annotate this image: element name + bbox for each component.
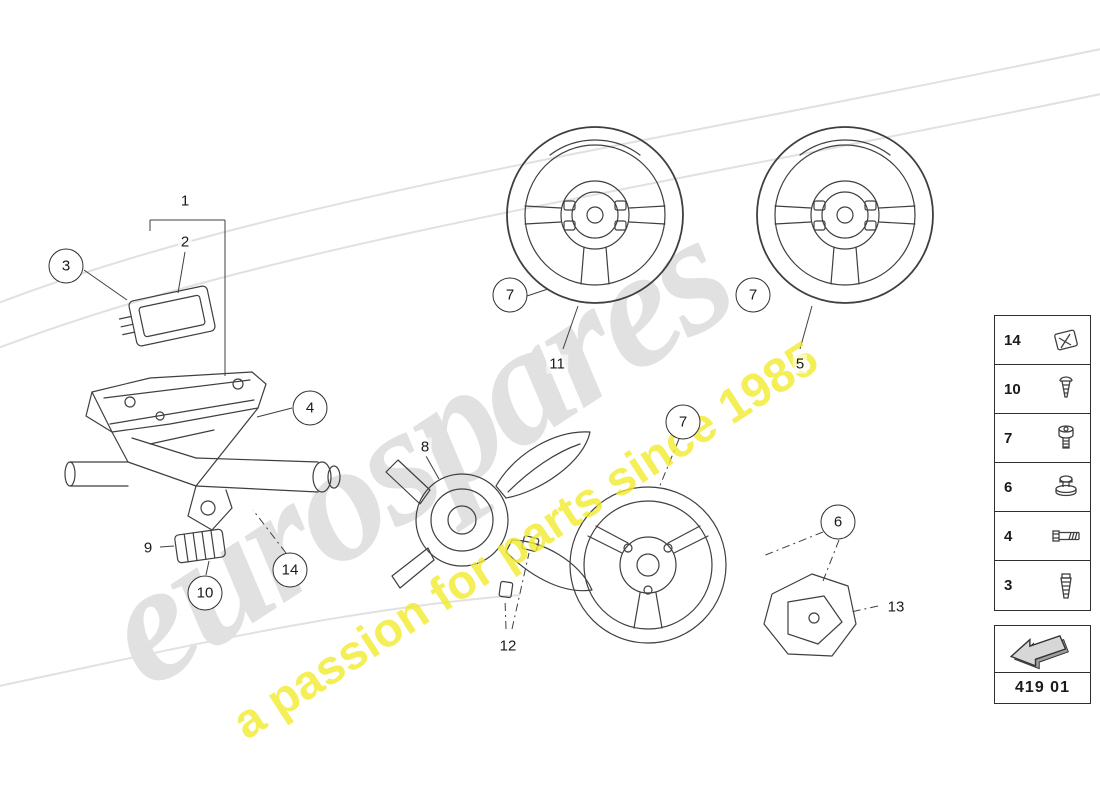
callout-circle-7[interactable]: 7 <box>735 277 771 313</box>
legend-item-10[interactable]: 10 <box>995 365 1090 414</box>
callout-label-2[interactable]: 2 <box>177 232 193 252</box>
back-arrow-icon <box>995 626 1090 672</box>
page-code: 419 01 <box>995 672 1090 703</box>
legend-part-number: 3 <box>1004 577 1013 594</box>
callout-circle-3[interactable]: 3 <box>48 248 84 284</box>
legend-item-7[interactable]: 7 <box>995 414 1090 463</box>
legend-item-4[interactable]: 4 <box>995 512 1090 561</box>
legend-part-number: 4 <box>1004 527 1013 545</box>
callout-circle-7[interactable]: 7 <box>665 404 701 440</box>
legend-item-3[interactable]: 3 <box>995 561 1090 610</box>
pan-head-screw-icon <box>1047 369 1085 409</box>
legend-item-14[interactable]: 14 <box>995 316 1090 365</box>
legend-part-number: 6 <box>1004 478 1013 496</box>
callout-circle-6[interactable]: 6 <box>820 504 856 540</box>
callout-label-13[interactable]: 13 <box>884 597 908 617</box>
legend-part-number: 7 <box>1004 429 1013 447</box>
callout-label-5[interactable]: 5 <box>792 354 808 374</box>
callout-label-8[interactable]: 8 <box>417 437 433 457</box>
tapping-screw-icon <box>1047 566 1085 606</box>
callout-circle-10[interactable]: 10 <box>187 575 223 611</box>
legend-item-6[interactable]: 6 <box>995 463 1090 512</box>
callout-label-11[interactable]: 11 <box>546 354 568 374</box>
trim-clip-icon <box>1047 320 1085 360</box>
grommet-rivet-icon <box>1047 467 1085 507</box>
legend-part-number: 10 <box>1004 380 1021 398</box>
callout-circle-4[interactable]: 4 <box>292 390 328 426</box>
socket-head-bolt-icon <box>1047 418 1085 458</box>
callout-label-12[interactable]: 12 <box>496 636 520 656</box>
callout-circle-14[interactable]: 14 <box>272 552 308 588</box>
fasteners-legend: 14 10 7 6 4 3 <box>994 315 1091 611</box>
legend-part-number: 14 <box>1004 331 1021 349</box>
callout-label-1[interactable]: 1 <box>177 191 193 211</box>
callout-circle-7[interactable]: 7 <box>492 277 528 313</box>
diagram-nav-box[interactable]: 419 01 <box>994 625 1091 704</box>
callout-label-9[interactable]: 9 <box>140 538 156 558</box>
hex-bolt-icon <box>1047 516 1085 556</box>
